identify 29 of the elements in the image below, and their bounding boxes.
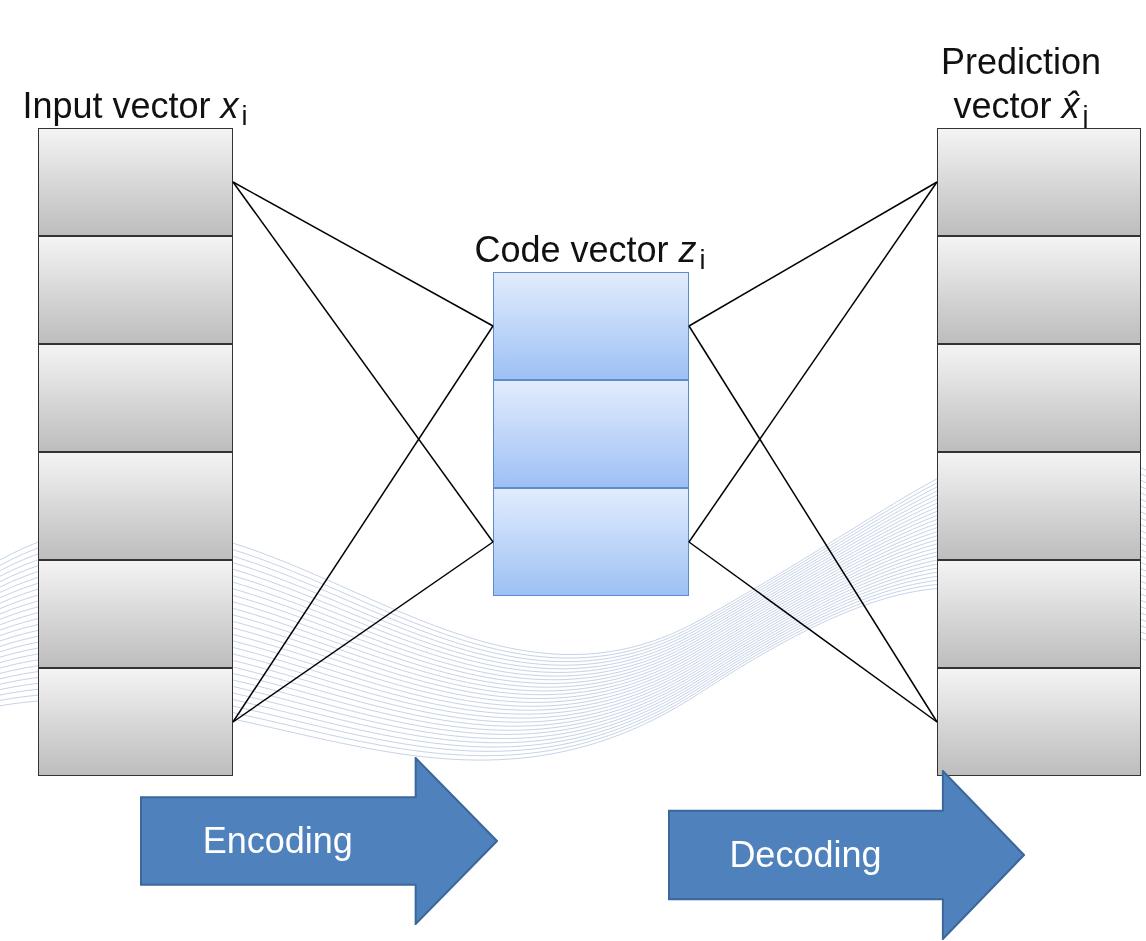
vector-cell: [937, 344, 1141, 452]
arrow-label: Decoding: [729, 833, 882, 877]
vector-cell: [38, 668, 233, 776]
connector-line: [232, 181, 494, 543]
vector-cell: [937, 560, 1141, 668]
arrow-label: Encoding: [202, 819, 353, 863]
vector-cell: [38, 236, 233, 344]
connector-line: [232, 541, 494, 723]
connector-line: [232, 181, 494, 327]
vector-cell: [937, 236, 1141, 344]
vector-cell: [38, 452, 233, 560]
code-cell: [493, 380, 689, 488]
vector-heading: Code vector z$_{i}$: [473, 228, 707, 272]
block-arrow: [668, 770, 1025, 940]
vector-cell: [937, 668, 1141, 776]
vector-heading: Input vector x$_{i}$: [21, 84, 249, 128]
connector-line: [232, 325, 494, 723]
vector-cell: [937, 452, 1141, 560]
vector-cell: [937, 128, 1141, 236]
block-arrow: [140, 757, 498, 925]
vector-cell: [38, 344, 233, 452]
code-cell: [493, 272, 689, 380]
code-cell: [493, 488, 689, 596]
connector-line: [688, 181, 938, 327]
connector-line: [688, 181, 938, 543]
connector-line: [688, 325, 938, 723]
vector-cell: [38, 560, 233, 668]
connector-line: [688, 541, 938, 723]
vector-cell: [38, 128, 233, 236]
